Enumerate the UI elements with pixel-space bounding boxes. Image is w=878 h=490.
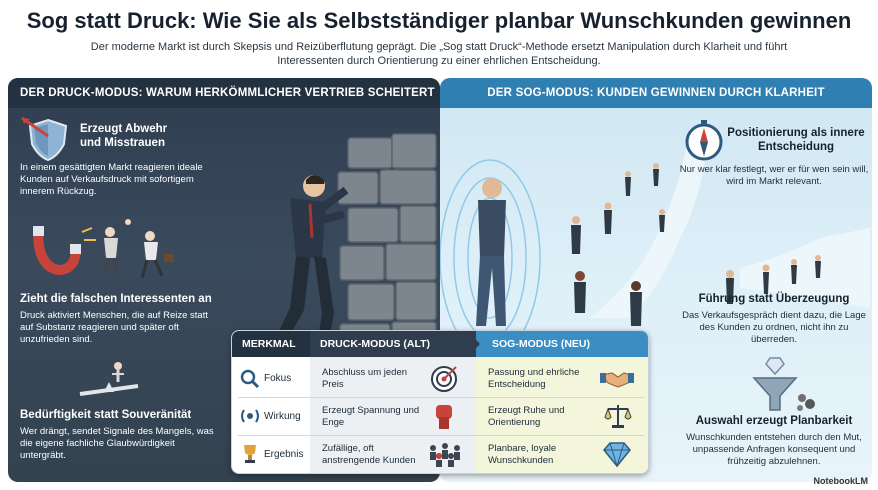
handshake-icon — [600, 372, 634, 388]
magnet-icon — [33, 219, 174, 279]
right-item-2-title: Führung statt Überzeugung — [698, 293, 850, 305]
comparison-table: MERKMAL DRUCK-MODUS (ALT) SOG-MODUS (NEU… — [231, 330, 649, 474]
gem-icon — [603, 442, 631, 468]
row-divider — [238, 397, 644, 398]
header-arrow-icon — [468, 331, 480, 357]
right-item-1-text: Nur wer klar festlegt, wer er für wen se… — [679, 164, 869, 187]
crowd-icon — [430, 443, 460, 467]
row-label-wirkung: Wirkung — [264, 411, 301, 422]
row-fokus-old: Abschluss um jeden Preis — [322, 367, 408, 390]
magnifier-icon — [240, 369, 260, 389]
row-ergebnis-old: Zufällige, oft anstrengende Kunden — [322, 443, 416, 466]
trophy-icon — [244, 445, 256, 463]
seesaw-icon — [79, 362, 139, 396]
table-header-sog: SOG-MODUS (NEU) — [476, 331, 648, 357]
left-item-3-text: Wer drängt, sendet Signale des Mangels, … — [20, 426, 214, 461]
table-header-merkmal: MERKMAL — [232, 331, 310, 357]
signal-icon — [241, 409, 259, 423]
row-wirkung-new: Erzeugt Ruhe und Orientierung — [488, 405, 565, 428]
row-divider — [238, 435, 644, 436]
row-ergebnis-new: Planbare, loyale Wunschkunden — [488, 443, 557, 466]
left-item-1-text: In einem gesättigten Markt reagieren ide… — [20, 162, 203, 197]
left-item-2-title: Zieht die falschen Interessenten an — [20, 293, 212, 305]
fist-icon — [436, 405, 452, 429]
right-item-3-title: Auswahl erzeugt Planbarkeit — [695, 415, 853, 427]
path-people-illustration — [440, 128, 870, 338]
row-wirkung-old: Erzeugt Spannung und Enge — [322, 405, 420, 428]
row-label-ergebnis: Ergebnis — [264, 449, 304, 460]
left-item-3-title: Bedürftigkeit statt Souveränität — [20, 409, 192, 421]
sog-modus-heading: DER SOG-MODUS: KUNDEN GEWINNEN DURCH KLA… — [440, 78, 872, 108]
druck-modus-panel: DER DRUCK-MODUS: WARUM HERKÖMMLICHER VER… — [8, 78, 440, 482]
right-item-2-text: Das Verkaufsgespräch dient dazu, die Lag… — [682, 310, 866, 345]
table-header-druck: DRUCK-MODUS (ALT) — [310, 331, 476, 357]
page-subtitle: Der moderne Markt ist durch Skepsis und … — [90, 41, 788, 67]
page-title: Sog statt Druck: Wie Sie als Selbstständ… — [26, 8, 852, 33]
druck-modus-heading: DER DRUCK-MODUS: WARUM HERKÖMMLICHER VER… — [8, 78, 440, 108]
left-item-2-text: Druck aktiviert Menschen, die auf Reize … — [20, 310, 208, 345]
compass-icon — [685, 120, 723, 161]
target-icon — [431, 366, 457, 392]
right-item-1-title: Positionierung als innere Entscheidung — [727, 127, 865, 153]
funnel-diamond-icon — [752, 357, 815, 411]
scales-icon — [604, 405, 632, 428]
row-fokus-new: Passung und ehrliche Entscheidung — [488, 367, 580, 390]
notebooklm-credit: NotebookLM — [813, 476, 869, 486]
shield-arrow-icon — [21, 116, 68, 162]
left-item-1-title: Erzeugt Abwehr und Misstrauen — [80, 123, 168, 149]
row-label-fokus: Fokus — [264, 373, 292, 384]
right-item-3-text: Wunschkunden entstehen durch den Mut, un… — [686, 432, 862, 467]
